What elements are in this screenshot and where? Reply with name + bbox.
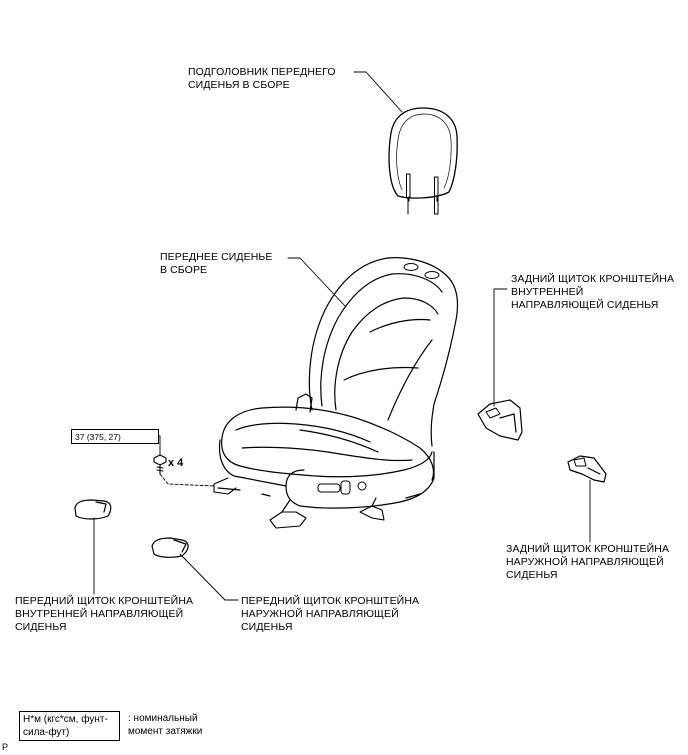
torque-value-box: 37 (375, 27) bbox=[71, 429, 159, 444]
front-outer-cover-illustration bbox=[151, 537, 189, 558]
rear-inner-cover-illustration bbox=[477, 399, 523, 441]
bolt-location-dashed-line bbox=[159, 473, 215, 487]
legend-unit-box: Н*м (кгс*см, фунт- сила-фут) bbox=[19, 711, 120, 741]
front-outer-cover-label: ПЕРЕДНИЙ ЩИТОК КРОНШТЕЙНА НАРУЖНОЙ НАПРА… bbox=[241, 595, 420, 633]
headrest-illustration bbox=[388, 107, 458, 215]
leader-lines bbox=[93, 71, 591, 601]
legend-description: : номинальный момент затяжки bbox=[128, 713, 203, 737]
front-inner-cover-illustration bbox=[74, 499, 112, 520]
rear-outer-cover-illustration bbox=[567, 455, 607, 483]
bolt-illustration bbox=[153, 454, 167, 475]
corner-mark: P bbox=[2, 742, 9, 752]
bolt-quantity: x 4 bbox=[168, 457, 184, 469]
rear-outer-cover-label: ЗАДНИЙ ЩИТОК КРОНШТЕЙНА НАРУЖНОЙ НАПРАВЛ… bbox=[506, 543, 670, 581]
front-seat-illustration bbox=[213, 257, 459, 529]
rear-inner-cover-label: ЗАДНИЙ ЩИТОК КРОНШТЕЙНА ВНУТРЕННЕЙ НАПРА… bbox=[511, 273, 675, 311]
front-seat-label: ПЕРЕДНЕЕ СИДЕНЬЕ В СБОРЕ bbox=[160, 251, 273, 276]
front-inner-cover-label: ПЕРЕДНИЙ ЩИТОК КРОНШТЕЙНА ВНУТРЕННЕЙ НАП… bbox=[15, 595, 194, 633]
headrest-label: ПОДГОЛОВНИК ПЕРЕДНЕГО СИДЕНЬЯ В СБОРЕ bbox=[188, 66, 336, 91]
